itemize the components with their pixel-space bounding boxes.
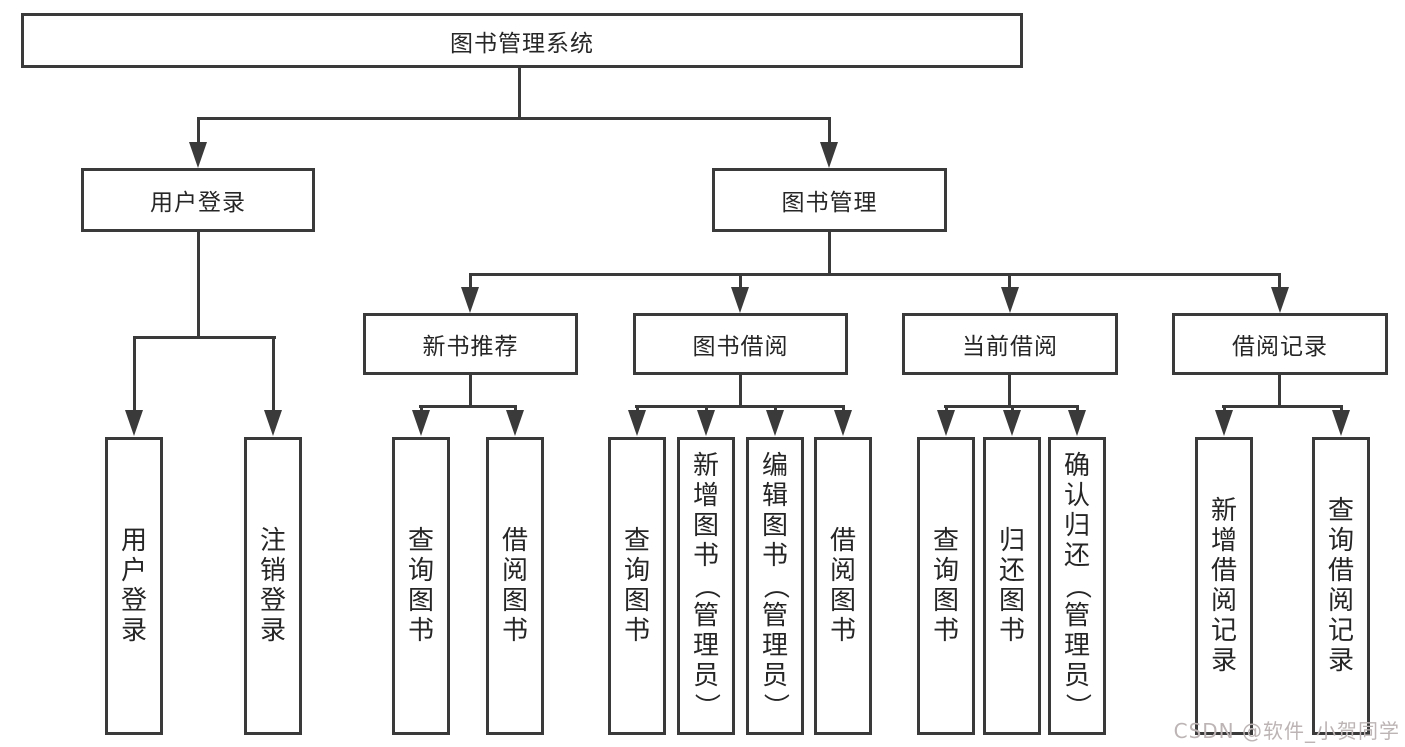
connector-line [739,375,742,408]
node-book-management: 图书管理 [712,168,947,232]
connector-line [197,117,831,120]
node-root-label: 图书管理系统 [450,30,594,57]
arrowhead-down-icon [628,410,646,436]
leaf-logout: 注销登录 [244,437,302,735]
connector-line [133,336,276,339]
connector-line [842,405,845,414]
connector-line [828,232,831,276]
connector-line [1340,405,1343,414]
connector-line [272,336,275,414]
connector-line [197,232,200,339]
connector-line [1278,273,1281,293]
arrowhead-down-icon [937,410,955,436]
node-label: 图书管理 [781,190,878,216]
leaf-add-book-admin: 新增图书（管理员） [677,437,735,735]
arrowhead-down-icon [412,410,430,436]
arrowhead-down-icon [766,410,784,436]
leaf-query-books-current: 查询图书 [917,437,975,735]
node-label: 新书推荐 [422,334,519,360]
arrowhead-down-icon [1215,410,1233,436]
node-label: 当前借阅 [962,334,1058,360]
arrowhead-down-icon [1003,410,1021,436]
leaf-borrow-books: 借阅图书 [814,437,872,735]
connector-line [518,68,521,120]
connector-line [469,273,1281,276]
node-current-borrowing: 当前借阅 [902,313,1118,375]
connector-line [514,405,517,414]
connector-line [419,405,517,408]
connector-line [197,117,200,145]
connector-line [420,405,423,414]
connector-line [945,405,948,414]
connector-line [1008,375,1011,408]
arrowhead-down-icon [506,410,524,436]
arrowhead-down-icon [1332,410,1350,436]
leaf-confirm-return-admin: 确认归还（管理员） [1048,437,1106,735]
connector-line [469,273,472,293]
arrowhead-down-icon [125,410,143,436]
arrowhead-down-icon [1068,410,1086,436]
connector-line [1278,375,1281,408]
connector-line [636,405,639,414]
node-label: 借阅记录 [1232,334,1328,360]
connector-line [739,273,742,293]
connector-line [1011,405,1014,414]
node-book-borrowing: 图书借阅 [633,313,848,375]
leaf-query-books-borrowing: 查询图书 [608,437,666,735]
leaf-edit-book-admin: 编辑图书（管理员） [746,437,804,735]
connector-line [635,405,845,408]
arrowhead-down-icon [697,410,715,436]
connector-line [1076,405,1079,414]
arrowhead-down-icon [264,410,282,436]
node-user-login-branch: 用户登录 [81,168,315,232]
leaf-user-login: 用户登录 [105,437,163,735]
arrowhead-down-icon [1001,287,1019,313]
connector-line [1222,405,1343,408]
leaf-return-book: 归还图书 [983,437,1041,735]
arrowhead-down-icon [461,287,479,313]
connector-line [828,117,831,145]
arrowhead-down-icon [820,142,838,168]
node-borrow-records: 借阅记录 [1172,313,1388,375]
leaf-borrow-books-recommend: 借阅图书 [486,437,544,735]
node-new-book-recommend: 新书推荐 [363,313,578,375]
connector-line [133,336,136,414]
connector-line [469,375,472,408]
connector-line [774,405,777,414]
leaf-query-books-recommend: 查询图书 [392,437,450,735]
connector-line [1008,273,1011,293]
arrowhead-down-icon [189,142,207,168]
arrowhead-down-icon [731,287,749,313]
arrowhead-down-icon [834,410,852,436]
connector-line [1223,405,1226,414]
leaf-add-borrow-record: 新增借阅记录 [1195,437,1253,735]
node-label: 图书借阅 [692,334,789,360]
arrowhead-down-icon [1271,287,1289,313]
leaf-query-borrow-record: 查询借阅记录 [1312,437,1370,735]
connector-line [705,405,708,414]
watermark: CSDN @软件_小贺同学 [1173,719,1400,743]
node-label: 用户登录 [150,190,246,216]
node-root: 图书管理系统 [21,13,1023,68]
